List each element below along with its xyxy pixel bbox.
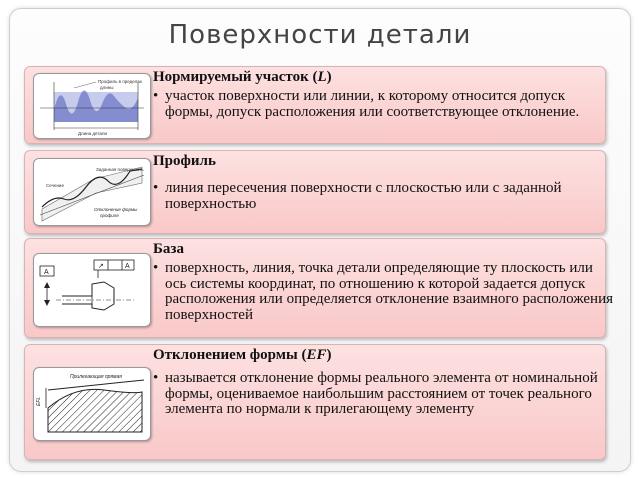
base-diagram: A ↗ A [33,253,151,327]
card-form-deviation: Прилегающая прямая EFL Отклонением формы… [24,344,606,460]
card-text: • поверхность, линия, точка детали опред… [153,260,613,323]
roughness-label-top2: длины [100,85,114,90]
slide-title: Поверхности детали [168,20,472,50]
form-label-side: EFL [36,397,42,406]
card-profile: Заданная поверхность Сечение Отклонение … [24,150,606,234]
bullet: • [153,180,159,196]
card-heading: Профиль [153,153,216,169]
form-label-top: Прилегающая прямая [70,374,122,380]
datum-letter: A [44,269,49,276]
profile-label-bottom1: Отклонение формы [94,207,138,212]
frame-letter: A [125,263,130,270]
roughness-label-top: Профиль в пределах [98,79,143,84]
profile-label-top: Заданная поверхность [96,167,144,172]
profile-label-left: Сечение [46,183,64,188]
card-heading: База [153,241,184,257]
profile-label-bottom2: профиля [100,213,119,218]
bullet: • [153,260,159,276]
card-base: A ↗ A База • поверхность, линия, точка д… [24,238,613,338]
roughness-label-bottom: Длина детали [78,131,108,136]
card-text: • называется отклонение формы реального … [153,370,598,418]
roughness-diagram: Профиль в пределах длины Длина детали [33,73,151,139]
bullet: • [153,370,159,386]
svg-text:↗: ↗ [98,263,104,270]
card-heading: Отклонением формы (EF) [153,347,332,363]
card-text: • линия пересечения поверхности с плоско… [153,180,562,212]
card-heading: Нормируемый участок (L) [153,69,332,85]
bullet: • [153,88,159,104]
card-text: • участок поверхности или линии, к котор… [153,88,580,120]
card-normalized-section: Профиль в пределах длины Длина детали Но… [24,66,606,144]
form-deviation-diagram: Прилегающая прямая EFL [33,367,151,441]
profile-diagram: Заданная поверхность Сечение Отклонение … [33,158,151,226]
